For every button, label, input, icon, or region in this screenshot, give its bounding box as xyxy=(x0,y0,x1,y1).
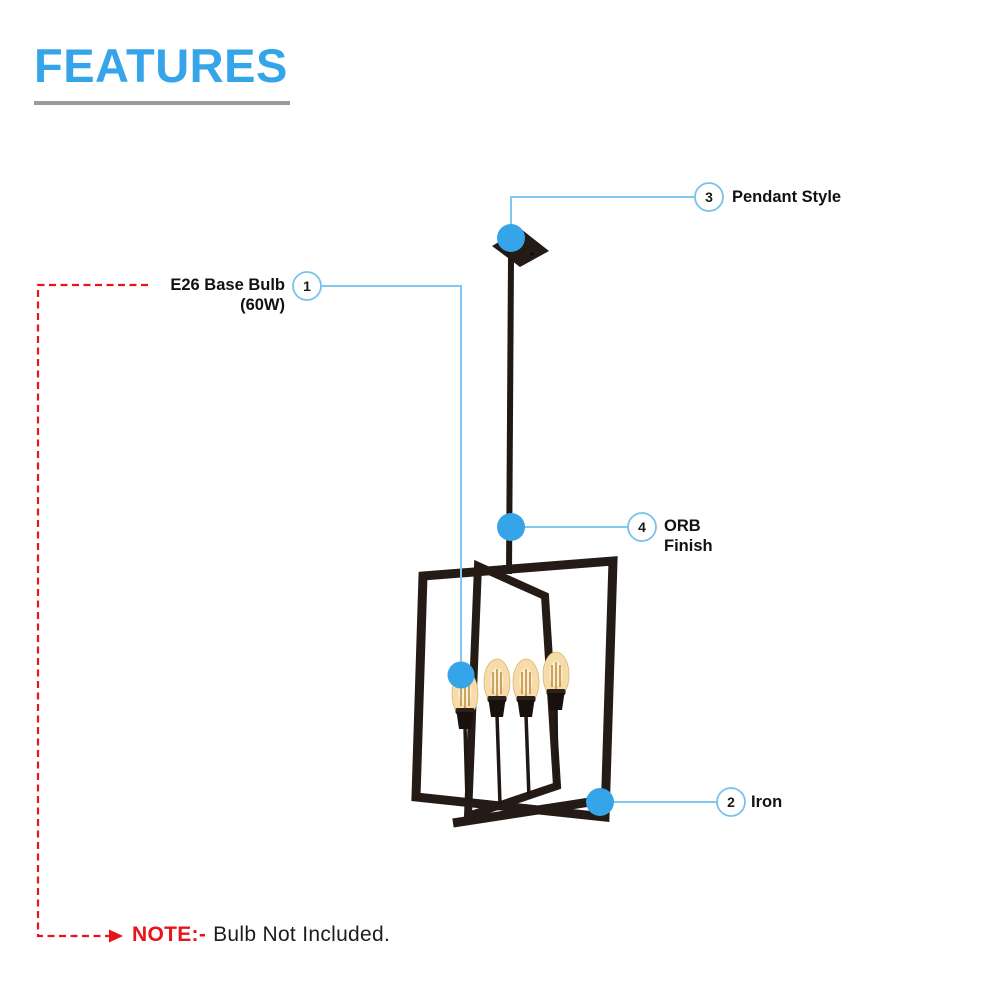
connector-line-1 xyxy=(321,285,462,675)
callout-label-line: Finish xyxy=(664,536,713,555)
note-label: NOTE:- xyxy=(132,923,207,946)
badge-circle xyxy=(627,512,657,542)
connector-line-3 xyxy=(510,196,695,240)
cage-frame-outer xyxy=(411,556,618,822)
bulb-filament xyxy=(521,669,531,698)
callout-badge-2: 2 xyxy=(716,787,746,817)
bulb-socket xyxy=(488,700,506,717)
callout-label-line: ORB xyxy=(664,517,701,535)
callout-label-iron: Iron xyxy=(751,793,782,813)
badge-circle xyxy=(694,182,724,212)
edison-bulb xyxy=(512,658,540,799)
note-body: Bulb Not Included. xyxy=(213,923,391,946)
canopy-screw xyxy=(530,252,534,256)
title-underline xyxy=(34,101,290,105)
page-title: FEATURES xyxy=(34,39,288,92)
badge-number: 2 xyxy=(727,794,735,810)
callout-label-e26-base-bulb: E26 Base Bulb (60W) xyxy=(170,276,285,315)
callout-badge-1: 1 xyxy=(292,271,322,301)
badge-circle xyxy=(292,271,322,301)
bulb-filament xyxy=(492,669,502,698)
callout-label-line: E26 Base Bulb xyxy=(170,276,285,294)
cage-frame-inner xyxy=(463,559,562,822)
edison-bulb xyxy=(542,651,570,790)
badge-number: 4 xyxy=(638,519,646,535)
callout-label-line: (60W) xyxy=(240,295,285,314)
badge-number: 3 xyxy=(705,189,713,205)
note-arrow-icon xyxy=(109,929,123,943)
bulb-stem xyxy=(524,714,531,799)
bulb-socket xyxy=(547,693,565,710)
callout-label-line: Iron xyxy=(751,793,783,811)
bulb-stem xyxy=(463,726,469,801)
note-connector-line xyxy=(36,283,148,938)
marker-dot-2 xyxy=(586,788,614,816)
badge-circle xyxy=(716,787,746,817)
badge-number: 1 xyxy=(303,278,311,294)
marker-dot-1 xyxy=(447,661,475,689)
callout-label-pendant-style: Pendant Style xyxy=(732,188,841,208)
bulb-socket xyxy=(517,700,535,717)
marker-dot-3 xyxy=(497,224,525,252)
bulb-socket xyxy=(456,712,474,729)
callout-badge-3: 3 xyxy=(694,182,724,212)
note-text: NOTE:- Bulb Not Included. xyxy=(132,923,390,947)
callout-badge-4: 4 xyxy=(627,512,657,542)
callout-label-line: Pendant Style xyxy=(732,188,842,206)
bulb-filament xyxy=(551,662,561,691)
bulb-stem xyxy=(554,707,559,790)
marker-dot-4 xyxy=(497,513,525,541)
callout-label-orb-finish: ORB Finish xyxy=(664,517,713,556)
bulb-stem xyxy=(495,714,502,805)
cage-bottom-bar xyxy=(452,795,604,828)
edison-bulb xyxy=(483,658,511,805)
